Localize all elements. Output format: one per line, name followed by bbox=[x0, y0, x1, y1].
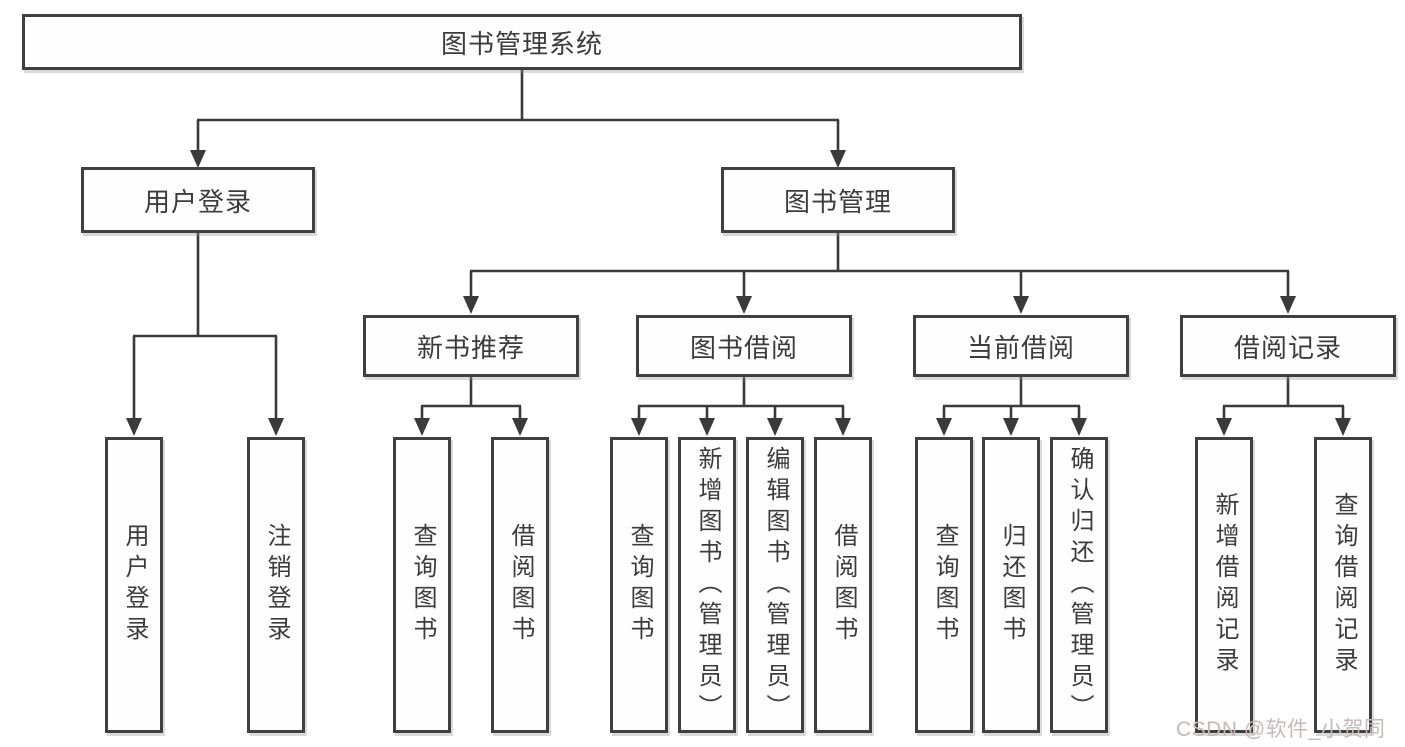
leaf-add-borrow-record: 新增借阅记录 bbox=[1195, 437, 1253, 733]
connector-current-borrow-to-leaves bbox=[936, 377, 1087, 436]
leaf-return-books: 归还图书 bbox=[982, 437, 1040, 733]
node-current-borrow: 当前借阅 bbox=[913, 315, 1129, 377]
node-book-borrow: 图书借阅 bbox=[636, 315, 852, 377]
leaf-logout: 注销登录 bbox=[247, 437, 305, 733]
leaf-borrow-books: 借阅图书 bbox=[814, 437, 872, 733]
leaf-borrow-books-recommend: 借阅图书 bbox=[491, 437, 549, 733]
connector-book-borrow-to-leaves bbox=[631, 377, 851, 436]
leaf-query-books-current: 查询图书 bbox=[915, 437, 973, 733]
leaf-user-login: 用户登录 bbox=[105, 437, 163, 733]
connector-root-to-level2 bbox=[190, 70, 846, 168]
node-user-login: 用户登录 bbox=[81, 167, 315, 233]
leaf-query-borrow-record: 查询借阅记录 bbox=[1314, 437, 1372, 733]
node-book-management: 图书管理 bbox=[721, 167, 955, 233]
node-new-book-recommend: 新书推荐 bbox=[363, 315, 579, 377]
leaf-add-book-admin: 新增图书（管理员） bbox=[678, 437, 736, 733]
csdn-watermark: CSDN @软件_小贺同学 bbox=[1176, 718, 1386, 741]
connector-new-book-recommend-to-leaves bbox=[414, 377, 528, 436]
connector-user-login-to-leaves bbox=[126, 233, 284, 436]
node-borrow-records: 借阅记录 bbox=[1180, 315, 1396, 377]
leaf-confirm-return-admin: 确认归还（管理员） bbox=[1050, 437, 1108, 733]
leaf-query-books-recommend: 查询图书 bbox=[393, 437, 451, 733]
node-library-management-system: 图书管理系统 bbox=[22, 14, 1022, 70]
connector-book-management-to-level3 bbox=[463, 233, 1296, 314]
leaf-query-books-borrow: 查询图书 bbox=[610, 437, 668, 733]
connector-borrow-records-to-leaves bbox=[1216, 377, 1351, 436]
leaf-edit-book-admin: 编辑图书（管理员） bbox=[746, 437, 804, 733]
